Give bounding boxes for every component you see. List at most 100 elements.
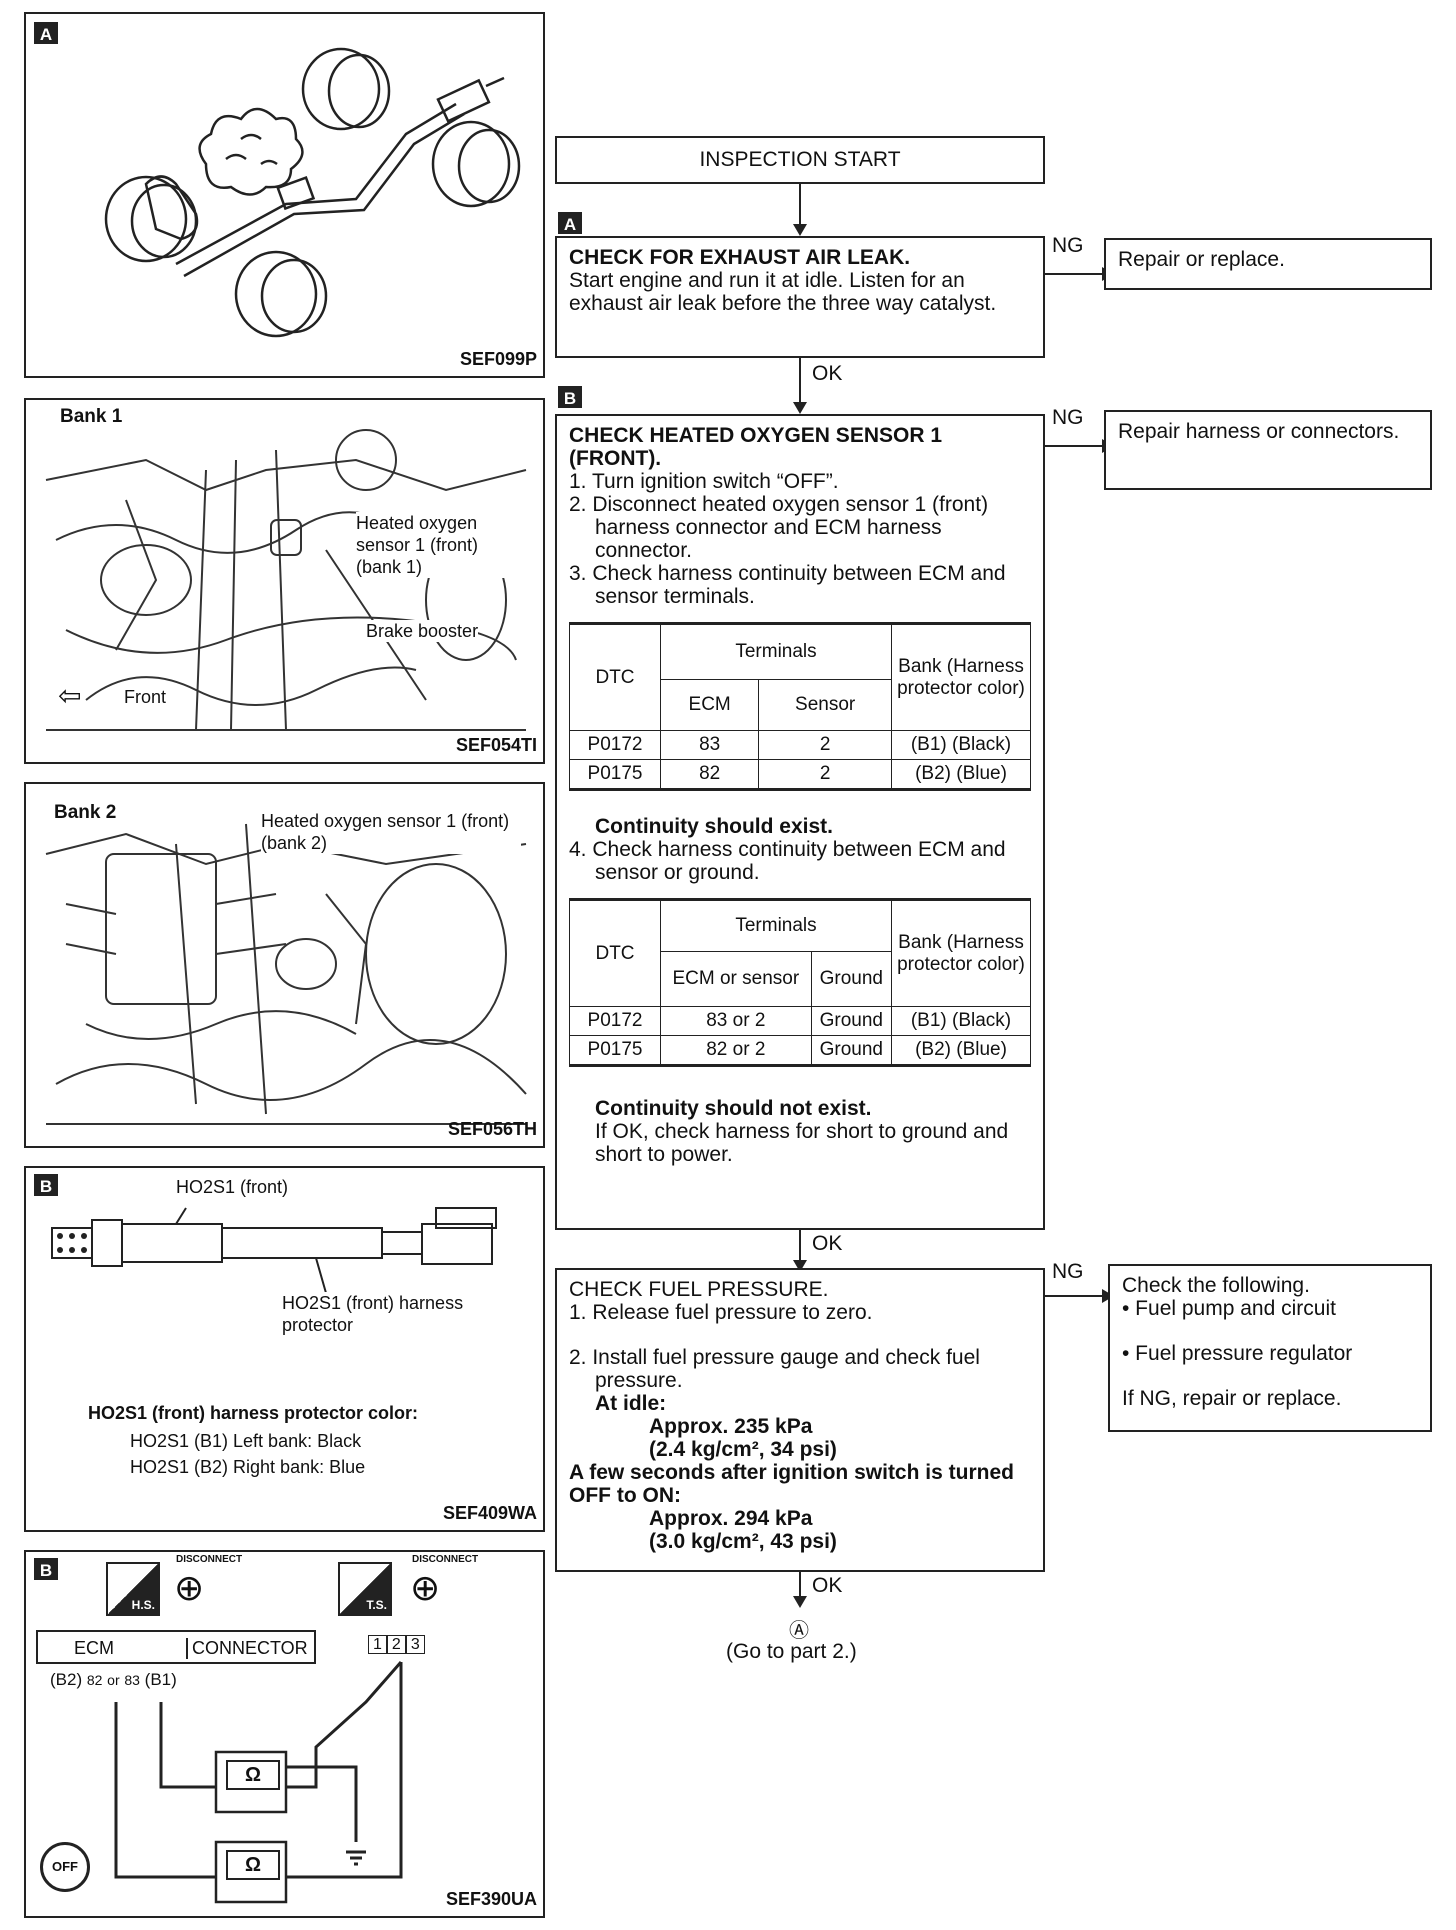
step-c-ng-note: If NG, repair or replace. bbox=[1122, 1387, 1342, 1410]
continuity-exist: Continuity should exist. bbox=[595, 815, 834, 838]
figure-bank2: Bank 2 Heated oxygen sensor 1 (front) (b… bbox=[24, 782, 545, 1148]
disconnect-label: DISCONNECT bbox=[176, 1554, 243, 1565]
step-c-ng-item-1: • Fuel pump and circuit bbox=[1122, 1297, 1336, 1320]
figure-code: SEF056TH bbox=[447, 1119, 537, 1139]
inspection-start-label: INSPECTION START bbox=[699, 148, 901, 171]
step-b-ng-action: Repair harness or connectors. bbox=[1118, 420, 1400, 443]
cell-dtc: P0175 bbox=[569, 1035, 661, 1066]
figure-code: SEF409WA bbox=[442, 1503, 537, 1523]
bank1-title: Bank 1 bbox=[60, 406, 123, 428]
on-value-alt: (3.0 kg/cm², 43 psi) bbox=[649, 1530, 837, 1553]
step-b-title: CHECK HEATED OXYGEN SENSOR 1 (FRONT). bbox=[569, 424, 943, 470]
few-seconds-label: A few seconds after ignition switch is t… bbox=[569, 1461, 1014, 1507]
cell-dtc: P0172 bbox=[569, 1006, 661, 1036]
cell-sensor: 2 bbox=[758, 759, 892, 790]
figure-bank1: Bank 1 Heated oxygen sensor 1 (front) (b… bbox=[24, 398, 545, 764]
figure-circuit: B H.S. DISCONNECT ⊕ T.S. DISCONNECT ⊕ EC… bbox=[24, 1550, 545, 1918]
bank1-booster-callout: Brake booster bbox=[366, 620, 479, 642]
idle-value-alt: (2.4 kg/cm², 34 psi) bbox=[649, 1438, 837, 1461]
step-c-s2: 2. Install fuel pressure gauge and check… bbox=[569, 1346, 980, 1392]
ohm-icon: Ω bbox=[244, 1764, 262, 1786]
pin-2: 2 bbox=[386, 1635, 406, 1654]
arrow-down-icon bbox=[793, 224, 807, 236]
at-idle-label: At idle: bbox=[595, 1392, 667, 1415]
step-c-s1: 1. Release fuel pressure to zero. bbox=[569, 1301, 873, 1324]
col-ecm: ECM bbox=[659, 679, 760, 731]
cell-bank: (B1) (Black) bbox=[891, 1006, 1031, 1036]
continue-marker: Ⓐ bbox=[789, 1620, 809, 1642]
step-b-ok-note: If OK, check harness for short to ground… bbox=[595, 1120, 1009, 1166]
step-b-s3: 3. Check harness continuity between ECM … bbox=[569, 562, 1006, 608]
engine-bank2-illustration bbox=[45, 823, 527, 1125]
cell-sensor: 2 bbox=[758, 730, 892, 760]
step-a-box: CHECK FOR EXHAUST AIR LEAK. Start engine… bbox=[555, 236, 1045, 358]
terminals-table-2: DTC Terminals Bank (Harness protector co… bbox=[569, 898, 1031, 1067]
step-b-ng-box: Repair harness or connectors. bbox=[1104, 410, 1432, 490]
connector-line bbox=[799, 358, 801, 404]
ng-label: NG bbox=[1052, 406, 1084, 429]
step-a-ng-box: Repair or replace. bbox=[1104, 238, 1432, 290]
ho2s1-protector-label: HO2S1 (front) harness protector bbox=[282, 1292, 512, 1336]
ohmmeter-2: Ω bbox=[226, 1850, 280, 1880]
hs-badge: H.S. bbox=[106, 1562, 160, 1616]
figure-tag-b: B bbox=[34, 1174, 58, 1196]
figure-tag-a: A bbox=[34, 22, 58, 44]
ho2s1-color-title: HO2S1 (front) harness protector color: bbox=[88, 1402, 419, 1424]
t82-label: 82 bbox=[86, 1672, 103, 1688]
step-a-text: Start engine and run it at idle. Listen … bbox=[569, 269, 997, 315]
col-terminals: Terminals bbox=[660, 899, 892, 952]
cell-ecm: 83 bbox=[659, 730, 760, 760]
b1-label: (B1) bbox=[144, 1670, 177, 1689]
ho2s1-color-b1: HO2S1 (B1) Left bank: Black bbox=[130, 1430, 362, 1452]
ohm-icon: Ω bbox=[244, 1854, 262, 1876]
table-row: P0172 83 2 (B1) (Black) bbox=[569, 730, 1031, 760]
continue-text[interactable]: (Go to part 2.) bbox=[726, 1640, 857, 1663]
connector-line bbox=[799, 184, 801, 226]
cell-dtc: P0175 bbox=[569, 759, 661, 790]
step-tag-a: A bbox=[558, 212, 582, 234]
col-terminals: Terminals bbox=[660, 623, 892, 680]
pin-3: 3 bbox=[405, 1635, 425, 1654]
step-b-s2: 2. Disconnect heated oxygen sensor 1 (fr… bbox=[569, 493, 989, 562]
step-c-box: CHECK FUEL PRESSURE. 1. Release fuel pre… bbox=[555, 1268, 1045, 1572]
step-c-ng-title: Check the following. bbox=[1122, 1274, 1310, 1297]
table-row: P0172 83 or 2 Ground (B1) (Black) bbox=[569, 1006, 1031, 1036]
figure-exhaust-leak: A SEF099P bbox=[24, 12, 545, 378]
table-row: P0175 82 or 2 Ground (B2) (Blue) bbox=[569, 1035, 1031, 1066]
cell-ecm: 83 or 2 bbox=[660, 1006, 812, 1036]
front-arrow-icon: ⇦ bbox=[58, 680, 82, 711]
engine-bank1-illustration bbox=[45, 429, 527, 731]
ng-line bbox=[1045, 445, 1105, 447]
bank1-sensor-callout: Heated oxygen sensor 1 (front) (bank 1) bbox=[356, 512, 526, 578]
continuity-not-exist: Continuity should not exist. bbox=[595, 1097, 872, 1120]
ecm-label: ECM bbox=[74, 1638, 114, 1658]
col-dtc: DTC bbox=[569, 623, 661, 731]
or-label: or bbox=[107, 1672, 120, 1688]
figure-tag-b: B bbox=[34, 1558, 58, 1580]
step-b-box: CHECK HEATED OXYGEN SENSOR 1 (FRONT). 1.… bbox=[555, 414, 1045, 1230]
step-a-title: CHECK FOR EXHAUST AIR LEAK. bbox=[569, 246, 911, 269]
figure-code: SEF390UA bbox=[445, 1889, 537, 1909]
bank1-front-label: Front bbox=[124, 686, 167, 708]
step-c-ng-item-2: • Fuel pressure regulator bbox=[1122, 1342, 1353, 1365]
step-b-s1: 1. Turn ignition switch “OFF”. bbox=[569, 470, 839, 493]
connector-icon: ⊕ bbox=[174, 1567, 205, 1608]
ok-label: OK bbox=[812, 1574, 843, 1597]
hs-label: H.S. bbox=[131, 1598, 155, 1612]
col-dtc: DTC bbox=[569, 899, 661, 1007]
connector-label: CONNECTOR bbox=[186, 1638, 308, 1659]
bank2-sensor-callout: Heated oxygen sensor 1 (front) (bank 2) bbox=[261, 810, 521, 854]
bank2-title: Bank 2 bbox=[54, 802, 117, 824]
figure-ho2s1: B HO2S1 (front) HO2S1 (front) harness pr… bbox=[24, 1166, 545, 1532]
connector-line bbox=[799, 1572, 801, 1600]
terminals-table-1: DTC Terminals Bank (Harness protector co… bbox=[569, 622, 1031, 791]
step-b-s4: 4. Check harness continuity between ECM … bbox=[569, 838, 1006, 884]
step-a-ng-action: Repair or replace. bbox=[1118, 248, 1285, 271]
figure-code: SEF099P bbox=[459, 349, 537, 369]
col-sensor: Sensor bbox=[758, 679, 892, 731]
ng-line bbox=[1045, 273, 1105, 275]
cell-bank: (B2) (Blue) bbox=[891, 1035, 1031, 1066]
cell-bank: (B1) (Black) bbox=[891, 730, 1031, 760]
cell-bank: (B2) (Blue) bbox=[891, 759, 1031, 790]
